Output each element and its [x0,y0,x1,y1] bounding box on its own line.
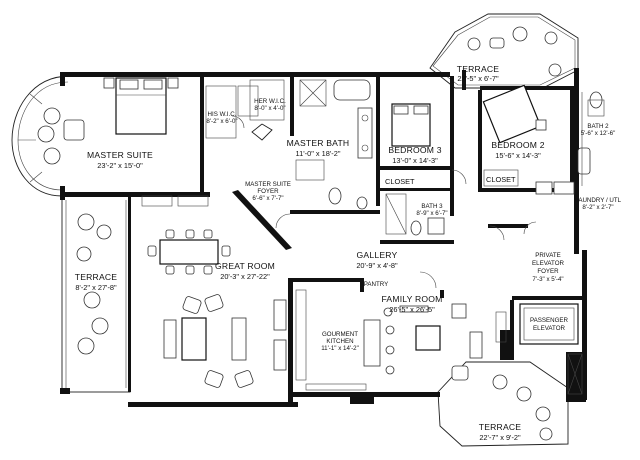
passenger-elevator-box [519,303,579,345]
bath2-dim: 5'-6" x 12'-6" [581,130,616,137]
master-bed [103,77,179,135]
terrace-left-furniture [76,213,112,355]
family-room-seating [399,303,507,381]
terrace-bottom-area [437,361,569,447]
terrace-top-label: TERRACE [457,64,500,74]
bedroom2-bed [482,84,547,144]
elevator-foyer-dim: 7'-3" x 5'-4" [532,276,563,283]
interior-details [37,77,605,395]
closet2-label: CLOSET [486,175,516,184]
his-wic-label: HIS W.I.C. [208,111,237,118]
walls [60,68,587,407]
family-room-dim: 26'-5" x 26'-5" [389,305,435,314]
pantry-label: PANTRY [364,281,389,288]
kitchen-fixtures [295,289,395,391]
terrace-left-dim: 8'-2" x 27'-8" [75,283,117,292]
bedroom2-dim: 15'-6" x 14'-3" [495,151,541,160]
dining-table [147,229,231,275]
bath2-label: BATH 2 [587,123,609,130]
bedroom2-label: BEDROOM 2 [491,140,544,150]
terrace-bottom-furniture [492,374,553,441]
closet1-label: CLOSET [385,177,415,186]
terrace-bottom-dim: 22'-7" x 9'-2" [479,433,521,442]
bedroom3-label: BEDROOM 3 [388,145,441,155]
terrace-left-label: TERRACE [75,272,118,282]
passenger-elevator-label: PASSENGER [530,317,569,324]
great-room-label: GREAT ROOM [215,261,275,271]
master-suite-foyer-label2: FOYER [257,188,279,195]
laundry-label: LAUNDRY / UTL [575,197,622,204]
bedroom3-bed [391,103,431,147]
terrace-bottom-label: TERRACE [479,422,522,432]
passenger-elevator-label2: ELEVATOR [533,325,566,332]
master-suite-foyer-dim: 6'-6" x 7'-7" [252,195,283,202]
her-wic-dim: 8'-0" x 4'-0" [254,105,285,112]
master-suite-bay [11,75,71,197]
gallery-dim: 20'-9" x 4'-8" [356,261,398,270]
kitchen-dim: 11'-1" x 14'-2" [321,345,359,352]
elevator-foyer-label: PRIVATE [535,252,561,259]
kitchen-label2: KITCHEN [326,338,353,345]
master-suite-foyer-label: MASTER SUITE [245,181,291,188]
great-room-dim: 20'-3" x 27'-22" [220,272,270,281]
terrace-top-dim: 22'-5" x 6'-7" [457,74,499,83]
elevator-foyer-label3: FOYER [537,268,559,275]
master-bath-dim: 11'-0" x 18'-2" [296,149,341,158]
family-room-label: FAMILY ROOM [381,294,442,304]
bedroom3-dim: 13'-0" x 14'-3" [392,156,438,165]
laundry-dim: 8'-2" x 2'-7" [582,204,613,211]
kitchen-label: GOURMENT [322,331,358,338]
room-labels: MASTER SUITE 23'-2" x 15'-0" HIS W.I.C. … [75,64,622,442]
terrace-left-area [61,195,131,393]
gallery-label: GALLERY [357,250,398,260]
elevator-foyer-label2: ELEVATOR [532,260,565,267]
terrace-top-area [429,13,579,89]
terrace-top-furniture [467,26,562,77]
master-suite-label: MASTER SUITE [87,150,153,160]
his-wic-dim: 8'-2" x 6'-0" [206,118,237,125]
master-suite-dim: 23'-2" x 15'-0" [97,161,143,170]
bath3-dim: 8'-9" x 6'-7" [416,210,447,217]
her-wic-label: HER W.I.C. [254,98,286,105]
master-sitting [37,107,85,165]
master-bath-label: MASTER BATH [287,138,350,148]
bath3-label: BATH 3 [421,203,443,210]
great-room-seating [141,195,287,388]
